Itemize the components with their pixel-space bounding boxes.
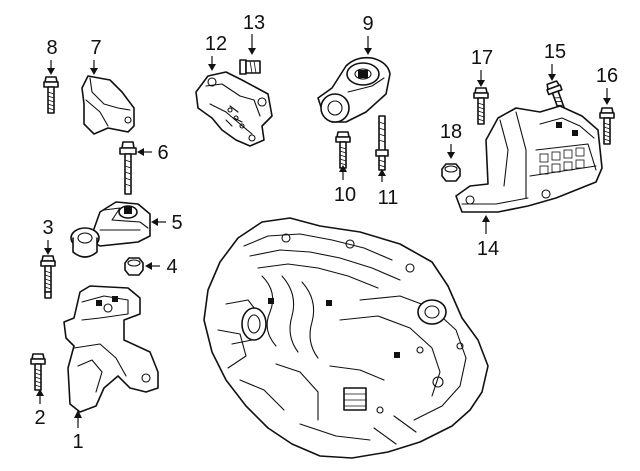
part-1-bracket [63,285,159,413]
part-4-nut [124,257,144,276]
part-3-bolt [40,255,56,299]
callout-6: 6 [157,142,168,164]
part-7-bracket [81,75,135,135]
callout-5: 5 [171,212,182,234]
callout-16: 16 [596,65,618,87]
part-17-bolt [473,87,489,125]
callout-8: 8 [46,37,57,59]
callout-3: 3 [42,217,53,239]
part-2-bolt [30,353,46,391]
part-10-bolt [335,131,351,169]
part-16-bolt [599,107,615,145]
callout-4: 4 [166,256,177,278]
leader-lines [36,34,611,428]
callout-7: 7 [90,37,101,59]
callout-13: 13 [243,12,265,34]
callout-10: 10 [334,184,356,206]
callout-11: 11 [378,187,399,209]
callout-17: 17 [471,47,493,69]
part-13-bolt [239,59,261,75]
part-6-bolt [119,141,137,195]
engine-transmission-assembly [203,217,489,459]
callout-18: 18 [440,121,462,143]
callout-1: 1 [72,431,83,453]
callout-labels: 1 2 3 4 5 6 7 8 9 10 11 12 13 14 15 16 1… [34,12,618,453]
callout-2: 2 [34,407,45,429]
part-8-bolt [43,76,59,114]
callout-9: 9 [362,13,373,35]
part-18-nut [441,163,461,182]
callout-12: 12 [205,33,227,55]
callout-14: 14 [477,238,499,260]
part-11-stud [375,115,389,171]
part-14-mount [455,105,603,213]
callout-15: 15 [544,41,566,63]
part-12-bracket [195,71,273,147]
part-5-mount [70,201,151,258]
part-9-mount [317,56,391,123]
